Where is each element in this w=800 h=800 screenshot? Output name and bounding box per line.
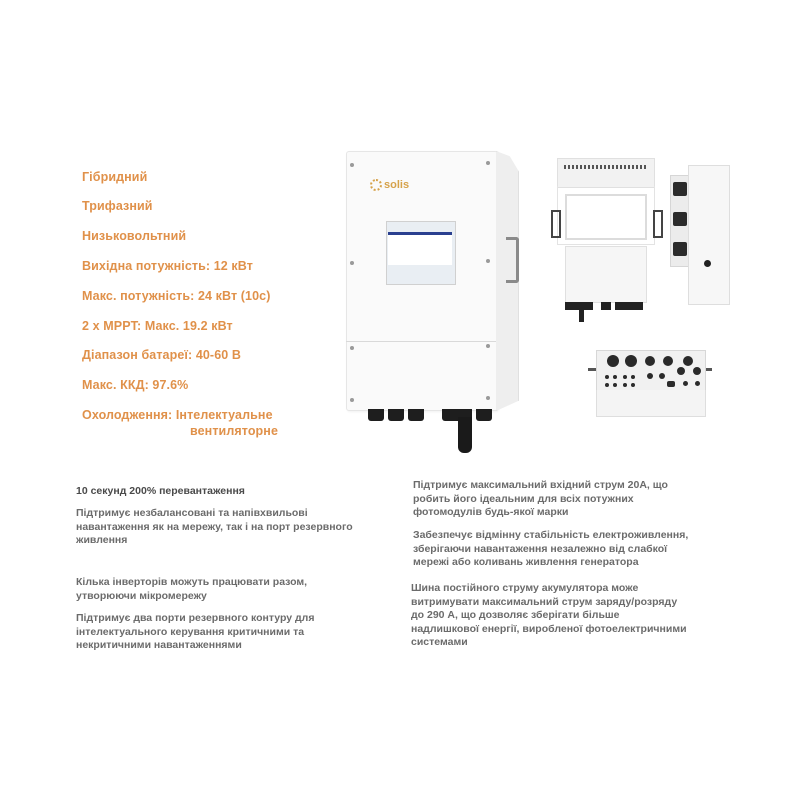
conduit-pipe-icon [579, 302, 584, 322]
spec-battery-range: Діапазон батареї: 40-60 В [82, 348, 242, 362]
port-icon [645, 356, 655, 366]
cable-gland-icon [601, 302, 611, 310]
fan-housing [670, 175, 690, 267]
spec-mppt: 2 x MPPT: Макс. 19.2 кВт [82, 319, 233, 333]
fan-icon [673, 242, 687, 256]
spec-max-power: Макс. потужність: 24 кВт (10с) [82, 289, 271, 303]
port-icon [607, 355, 619, 367]
bottom-cover [596, 390, 706, 417]
feature-unbalanced-loads: Підтримує незбалансовані та напівхвильов… [76, 507, 353, 546]
mount-stub-icon [588, 368, 596, 371]
lcd-screen [388, 235, 452, 265]
screw-icon [486, 344, 490, 348]
conduit-pipe-icon [458, 417, 472, 453]
carry-handle-icon [506, 237, 519, 283]
port-icon [613, 383, 617, 387]
port-icon [605, 383, 609, 387]
feature-power-stability: Забезпечує відмінну стабільність електро… [413, 529, 689, 568]
dc-switch-icon [704, 260, 711, 267]
fan-icon [673, 212, 687, 226]
port-icon [613, 375, 617, 379]
spec-three-phase: Трифазний [82, 199, 153, 213]
cable-gland-icon [615, 302, 643, 310]
feature-microgrid: Кілька інверторів можуть працювати разом… [76, 576, 308, 602]
port-icon [695, 381, 700, 386]
handle-icon [653, 210, 663, 238]
sun-logo-icon [370, 179, 382, 192]
back-top-section [557, 158, 655, 188]
cable-gland-icon [408, 409, 424, 421]
port-icon [625, 355, 637, 367]
port-icon [693, 367, 701, 375]
port-icon [663, 356, 673, 366]
port-icon [683, 381, 688, 386]
port-icon [631, 375, 635, 379]
inverter-panel-seam [346, 341, 496, 342]
spec-cooling-continuation: вентиляторне [190, 424, 278, 438]
fan-icon [673, 182, 687, 196]
feature-overload: 10 секунд 200% перевантаження [76, 485, 245, 497]
hybrid-inverter-side-view [670, 165, 730, 305]
brand-logo: solis [370, 179, 409, 192]
back-lower-section [565, 246, 647, 303]
screw-icon [486, 396, 490, 400]
lcd-header-bar [388, 232, 452, 235]
spec-low-voltage: Низьковольтний [82, 229, 187, 243]
port-icon [631, 383, 635, 387]
hybrid-inverter-bottom-view [588, 346, 712, 417]
lcd-display [386, 221, 456, 285]
hybrid-inverter-back-view [551, 158, 663, 322]
port-icon [659, 373, 665, 379]
hybrid-inverter-front-view: solis [346, 151, 519, 453]
port-icon [647, 373, 653, 379]
port-icon [667, 381, 675, 387]
screw-icon [350, 398, 354, 402]
screw-icon [350, 163, 354, 167]
vent-icon [564, 165, 648, 169]
cable-gland-icon [476, 409, 492, 421]
spec-max-efficiency: Макс. ККД: 97.6% [82, 378, 189, 392]
port-icon [623, 375, 627, 379]
screw-icon [350, 261, 354, 265]
spec-output-power: Вихідна потужність: 12 кВт [82, 259, 253, 273]
back-mount-plate [565, 194, 647, 240]
cable-gland-icon [388, 409, 404, 421]
feature-input-current: Підтримує максимальний вхідний струм 20А… [413, 479, 668, 518]
screw-icon [486, 161, 490, 165]
spec-cooling: Охолодження: Інтелектуальне [82, 408, 273, 422]
screw-icon [486, 259, 490, 263]
handle-icon [551, 210, 561, 238]
cable-gland-icon [368, 409, 384, 421]
connector-panel [596, 350, 706, 392]
mount-stub-icon [704, 368, 712, 371]
spec-hybrid: Гібридний [82, 170, 148, 184]
screw-icon [350, 346, 354, 350]
feature-battery-bus: Шина постійного струму акумулятора може … [411, 582, 687, 648]
port-icon [683, 356, 693, 366]
port-icon [623, 383, 627, 387]
port-icon [605, 375, 609, 379]
feature-backup-ports: Підтримує два порти резервного контуру д… [76, 612, 315, 651]
port-icon [677, 367, 685, 375]
side-body [688, 165, 730, 305]
